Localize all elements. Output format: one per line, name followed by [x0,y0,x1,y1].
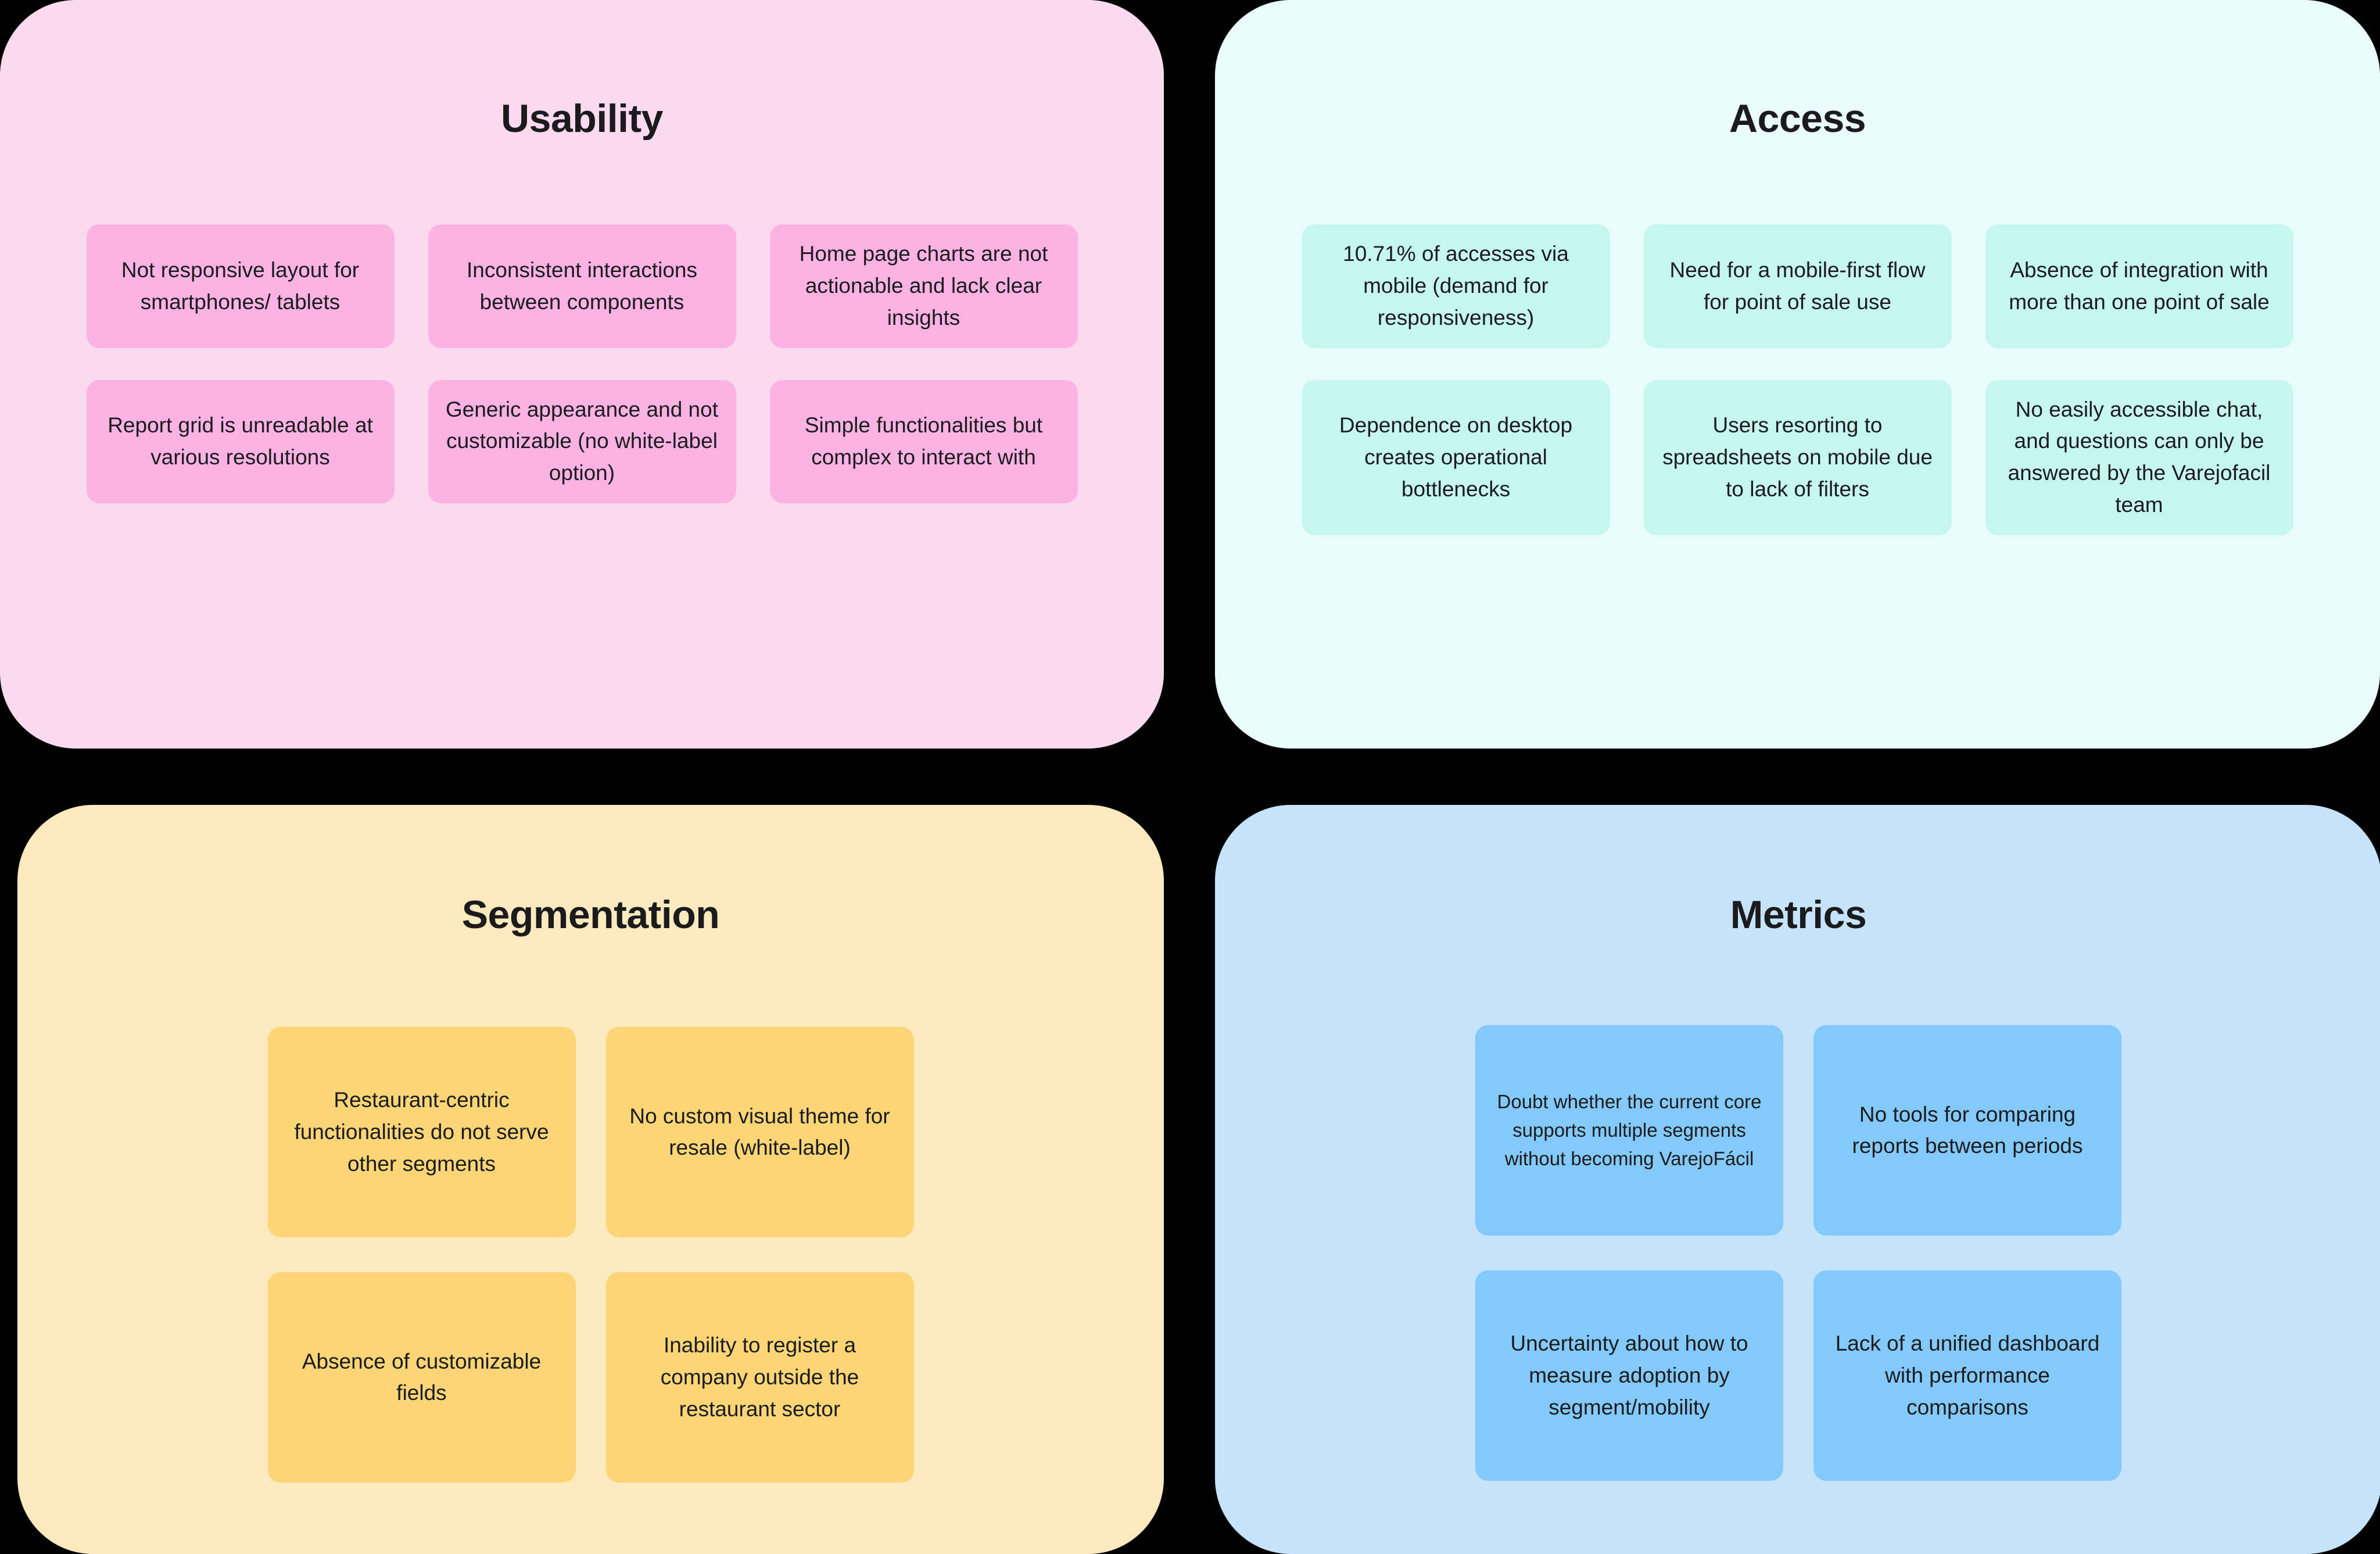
card-label: Report grid is unreadable at various res… [107,413,373,469]
card-grid-segmentation: Restaurant-centric functionalities do no… [267,1027,914,1483]
card-label: Inability to register a company outside … [660,1333,859,1421]
card-label: Generic appearance and not customizable … [445,397,718,485]
card-metrics-1[interactable]: Doubt whether the current core supports … [1475,1025,1783,1236]
card-segmentation-4[interactable]: Inability to register a company outside … [605,1272,914,1483]
card-label: Restaurant-centric functionalities do no… [294,1088,549,1176]
card-access-2[interactable]: Need for a mobile-first flow for point o… [1643,224,1952,348]
card-label: Lack of a unified dashboard with perform… [1835,1331,2100,1419]
panel-segmentation: Segmentation Restaurant-centric function… [17,805,1164,1554]
card-label: Not responsive layout for smartphones/ t… [121,257,360,314]
card-usability-4[interactable]: Report grid is unreadable at various res… [86,379,395,503]
card-label: Dependence on desktop creates operationa… [1339,413,1573,501]
card-access-1[interactable]: 10.71% of accesses via mobile (demand fo… [1302,224,1610,348]
card-segmentation-2[interactable]: No custom visual theme for resale (white… [605,1027,914,1238]
card-usability-1[interactable]: Not responsive layout for smartphones/ t… [86,224,395,348]
card-label: Absence of customizable fields [302,1349,542,1405]
card-access-6[interactable]: No easily accessible chat, and questions… [1985,379,2293,535]
card-access-3[interactable]: Absence of integration with more than on… [1985,224,2293,348]
panel-usability: Usability Not responsive layout for smar… [0,0,1164,749]
card-label: Home page charts are not actionable and … [799,242,1048,330]
panel-metrics: Metrics Doubt whether the current core s… [1215,805,2380,1554]
card-label: Simple functionalities but complex to in… [804,413,1043,469]
card-label: Absence of integration with more than on… [2009,257,2270,314]
card-label: Doubt whether the current core supports … [1497,1091,1762,1169]
card-segmentation-1[interactable]: Restaurant-centric functionalities do no… [267,1027,576,1238]
card-metrics-3[interactable]: Uncertainty about how to measure adoptio… [1475,1270,1783,1481]
card-access-5[interactable]: Users resorting to spreadsheets on mobil… [1643,379,1952,535]
panel-title-access: Access [1729,96,1866,141]
card-grid-usability: Not responsive layout for smartphones/ t… [86,224,1078,503]
card-label: No custom visual theme for resale (white… [629,1104,890,1160]
card-label: No easily accessible chat, and questions… [2008,397,2271,517]
panel-title-segmentation: Segmentation [461,893,720,937]
card-grid-access: 10.71% of accesses via mobile (demand fo… [1302,224,2293,535]
panel-access: Access 10.71% of accesses via mobile (de… [1215,0,2380,749]
card-label: Inconsistent interactions between compon… [467,257,697,314]
card-usability-2[interactable]: Inconsistent interactions between compon… [428,224,736,348]
card-usability-3[interactable]: Home page charts are not actionable and … [769,224,1078,348]
card-usability-6[interactable]: Simple functionalities but complex to in… [769,379,1078,503]
card-usability-5[interactable]: Generic appearance and not customizable … [428,379,736,503]
card-grid-metrics: Doubt whether the current core supports … [1475,1025,2121,1481]
card-segmentation-3[interactable]: Absence of customizable fields [267,1272,576,1483]
card-label: 10.71% of accesses via mobile (demand fo… [1343,242,1569,330]
card-label: Need for a mobile-first flow for point o… [1669,257,1926,314]
card-label: Users resorting to spreadsheets on mobil… [1662,413,1933,501]
card-metrics-4[interactable]: Lack of a unified dashboard with perform… [1813,1270,2121,1481]
panel-title-metrics: Metrics [1730,893,1867,937]
card-label: Uncertainty about how to measure adoptio… [1510,1331,1748,1419]
panel-title-usability: Usability [501,96,663,141]
card-access-4[interactable]: Dependence on desktop creates operationa… [1302,379,1610,535]
card-label: No tools for comparing reports between p… [1852,1102,2083,1158]
card-metrics-2[interactable]: No tools for comparing reports between p… [1813,1025,2121,1236]
